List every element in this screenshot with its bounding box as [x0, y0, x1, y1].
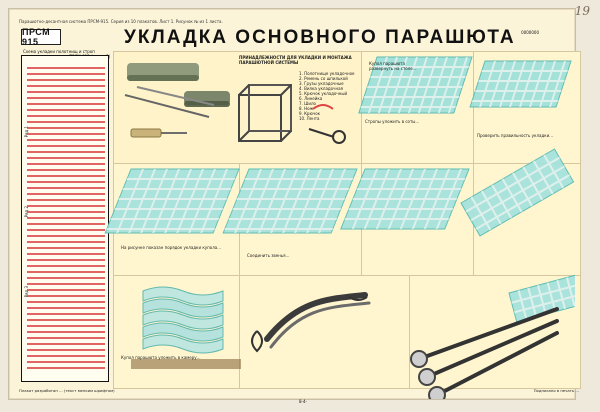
- center-mark: 8-4-: [299, 399, 307, 404]
- accessories-title: ПРИНАДЛЕЖНОСТИ ДЛЯ УКЛАДКИ И МОНТАЖА ПАР…: [239, 55, 352, 65]
- top-strip: Парашютно-десантная система ПРСМ-915. Се…: [19, 19, 579, 31]
- accessory-item: 7. Шило: [299, 101, 316, 106]
- risers-illustration: [251, 292, 559, 399]
- footer-left: Плакат разработан ... (текст мелким шриф…: [19, 388, 115, 393]
- panel-bottom-2: [239, 275, 411, 389]
- footer-right: Подписано в печать ...: [533, 388, 579, 393]
- accessory-item: 2. Ремень со шпилькой: [299, 76, 348, 81]
- accessory-item: 8. Нож: [299, 106, 314, 111]
- accessory-item: 5. Крючок укладочный: [299, 91, 348, 96]
- accessory-item: 1. Полотнище укладочное: [299, 71, 355, 76]
- folding-rows: [27, 67, 105, 369]
- panel-caption: Стропы уложить в соты...: [365, 119, 420, 124]
- page-number: 19: [574, 4, 590, 18]
- canopy-illustrations: [104, 56, 575, 323]
- panel-caption: Соединить звенья...: [247, 253, 290, 258]
- page-title: УКЛАДКА ОСНОВНОГО ПАРАШЮТА: [124, 27, 516, 48]
- accessory-item: 3. Грузы укладочные: [299, 81, 344, 86]
- panel-caption: На рисунке показан порядок укладки купол…: [121, 245, 222, 250]
- accessory-item: 4. Вилка укладочная: [299, 86, 343, 91]
- series-logo: ПРСМ 915: [21, 27, 61, 47]
- poster-code: 0000000: [521, 30, 539, 35]
- footer: Плакат разработан ... (текст мелким шриф…: [19, 387, 579, 405]
- panel-caption: Купол парашюта уложить в камеру...: [121, 355, 201, 360]
- top-strip-text: Парашютно-десантная система ПРСМ-915. Се…: [19, 19, 223, 24]
- accessory-item: 6. Линейка: [299, 96, 323, 101]
- accessory-item: 10. Лента: [299, 116, 320, 121]
- stacked-canopy: [131, 286, 241, 369]
- accessories-list: 1. Полотнище укладочное 2. Ремень со шпи…: [299, 71, 357, 121]
- accessory-item: 9. Крючок: [299, 111, 321, 116]
- panel-caption: Проверить правильность укладки...: [477, 133, 553, 138]
- accessories-illustration: [124, 63, 346, 144]
- poster-illustrations: [27, 56, 575, 399]
- panel-caption: Купол парашюта развернуть на столе...: [369, 61, 417, 71]
- poster: Парашютно-десантная система ПРСМ-915. Се…: [8, 8, 581, 404]
- series-logo-text: ПРСМ 915: [22, 27, 51, 47]
